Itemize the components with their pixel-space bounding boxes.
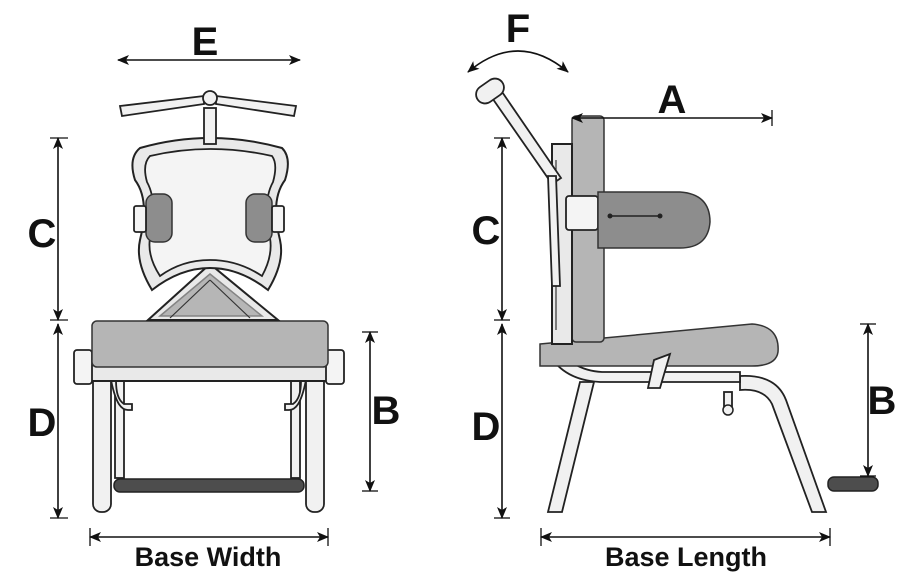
label-d-side: D [472,405,501,449]
side-view: F A C D B Base Length [467,7,897,572]
front-lateral-pads [133,193,285,243]
side-legs [546,375,828,513]
label-c-side: C [472,209,501,253]
front-view: E C D B Base Width [28,20,401,572]
dim-arc-f [467,50,569,73]
side-push-handle [475,77,563,287]
side-backrest [551,115,605,345]
label-b-side: B [868,379,897,423]
front-back-support [145,262,281,321]
label-f: F [506,7,530,51]
label-e: E [192,20,219,64]
front-footrest [113,478,305,493]
label-b-front: B [372,389,401,433]
front-seat-frame [73,349,345,385]
label-a: A [658,78,687,122]
front-legs [92,371,325,513]
front-backrest [131,137,289,292]
label-d-front: D [28,401,57,445]
side-seat-cushion [539,323,779,367]
label-base-width: Base Width [135,542,282,572]
label-base-length: Base Length [605,542,767,572]
side-lateral-pad [597,191,711,249]
front-seat-cushion [91,320,329,368]
label-c-front: C [28,212,57,256]
front-push-handle [118,90,298,145]
side-footrest [827,476,879,492]
